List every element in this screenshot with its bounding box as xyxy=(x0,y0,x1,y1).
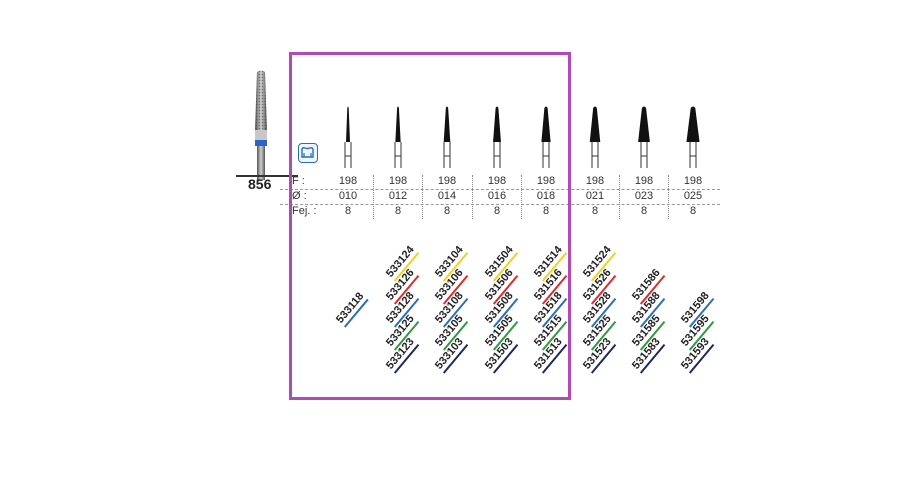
bur-silhouette xyxy=(394,106,402,168)
table-cell-dia: 018 xyxy=(536,190,556,202)
table-cell-f: 198 xyxy=(437,175,457,187)
table-cell-dia: 021 xyxy=(585,190,605,202)
highlight-box xyxy=(289,52,571,400)
bur-silhouette xyxy=(344,106,352,168)
table-cell-fej: 8 xyxy=(689,205,697,217)
table-cell-f: 198 xyxy=(585,175,605,187)
tooth-crown-icon xyxy=(298,143,318,163)
table-cell-dia: 023 xyxy=(634,190,654,202)
table-cell-fej: 8 xyxy=(542,205,550,217)
table-cell-fej: 8 xyxy=(394,205,402,217)
bur-silhouette xyxy=(638,106,650,168)
column-separator xyxy=(472,175,473,219)
table-divider xyxy=(280,189,720,190)
row-label-f: F : xyxy=(292,175,305,187)
table-cell-f: 198 xyxy=(536,175,556,187)
table-cell-dia: 012 xyxy=(388,190,408,202)
table-cell-dia: 010 xyxy=(338,190,358,202)
table-divider xyxy=(280,204,720,205)
column-separator xyxy=(521,175,522,219)
column-separator xyxy=(422,175,423,219)
bur-silhouette xyxy=(541,106,551,168)
table-cell-fej: 8 xyxy=(640,205,648,217)
table-cell-f: 198 xyxy=(388,175,408,187)
column-separator xyxy=(373,175,374,219)
bur-silhouette xyxy=(493,106,501,168)
bur-photo xyxy=(255,70,267,180)
table-cell-f: 198 xyxy=(683,175,703,187)
column-separator xyxy=(668,175,669,219)
bur-silhouette xyxy=(686,106,700,168)
table-cell-fej: 8 xyxy=(591,205,599,217)
row-label-fej: Fej. : xyxy=(292,205,317,217)
bur-silhouette xyxy=(443,106,451,168)
model-rule xyxy=(236,175,298,177)
table-cell-f: 198 xyxy=(487,175,507,187)
bur-silhouette xyxy=(589,106,601,168)
row-label-diameter: Ø : xyxy=(292,190,307,202)
table-cell-dia: 025 xyxy=(683,190,703,202)
table-cell-fej: 8 xyxy=(493,205,501,217)
table-cell-dia: 016 xyxy=(487,190,507,202)
table-cell-f: 198 xyxy=(634,175,654,187)
table-cell-fej: 8 xyxy=(344,205,352,217)
table-cell-fej: 8 xyxy=(443,205,451,217)
table-cell-dia: 014 xyxy=(437,190,457,202)
column-separator xyxy=(619,175,620,219)
model-number: 856 xyxy=(248,176,272,192)
table-cell-f: 198 xyxy=(338,175,358,187)
